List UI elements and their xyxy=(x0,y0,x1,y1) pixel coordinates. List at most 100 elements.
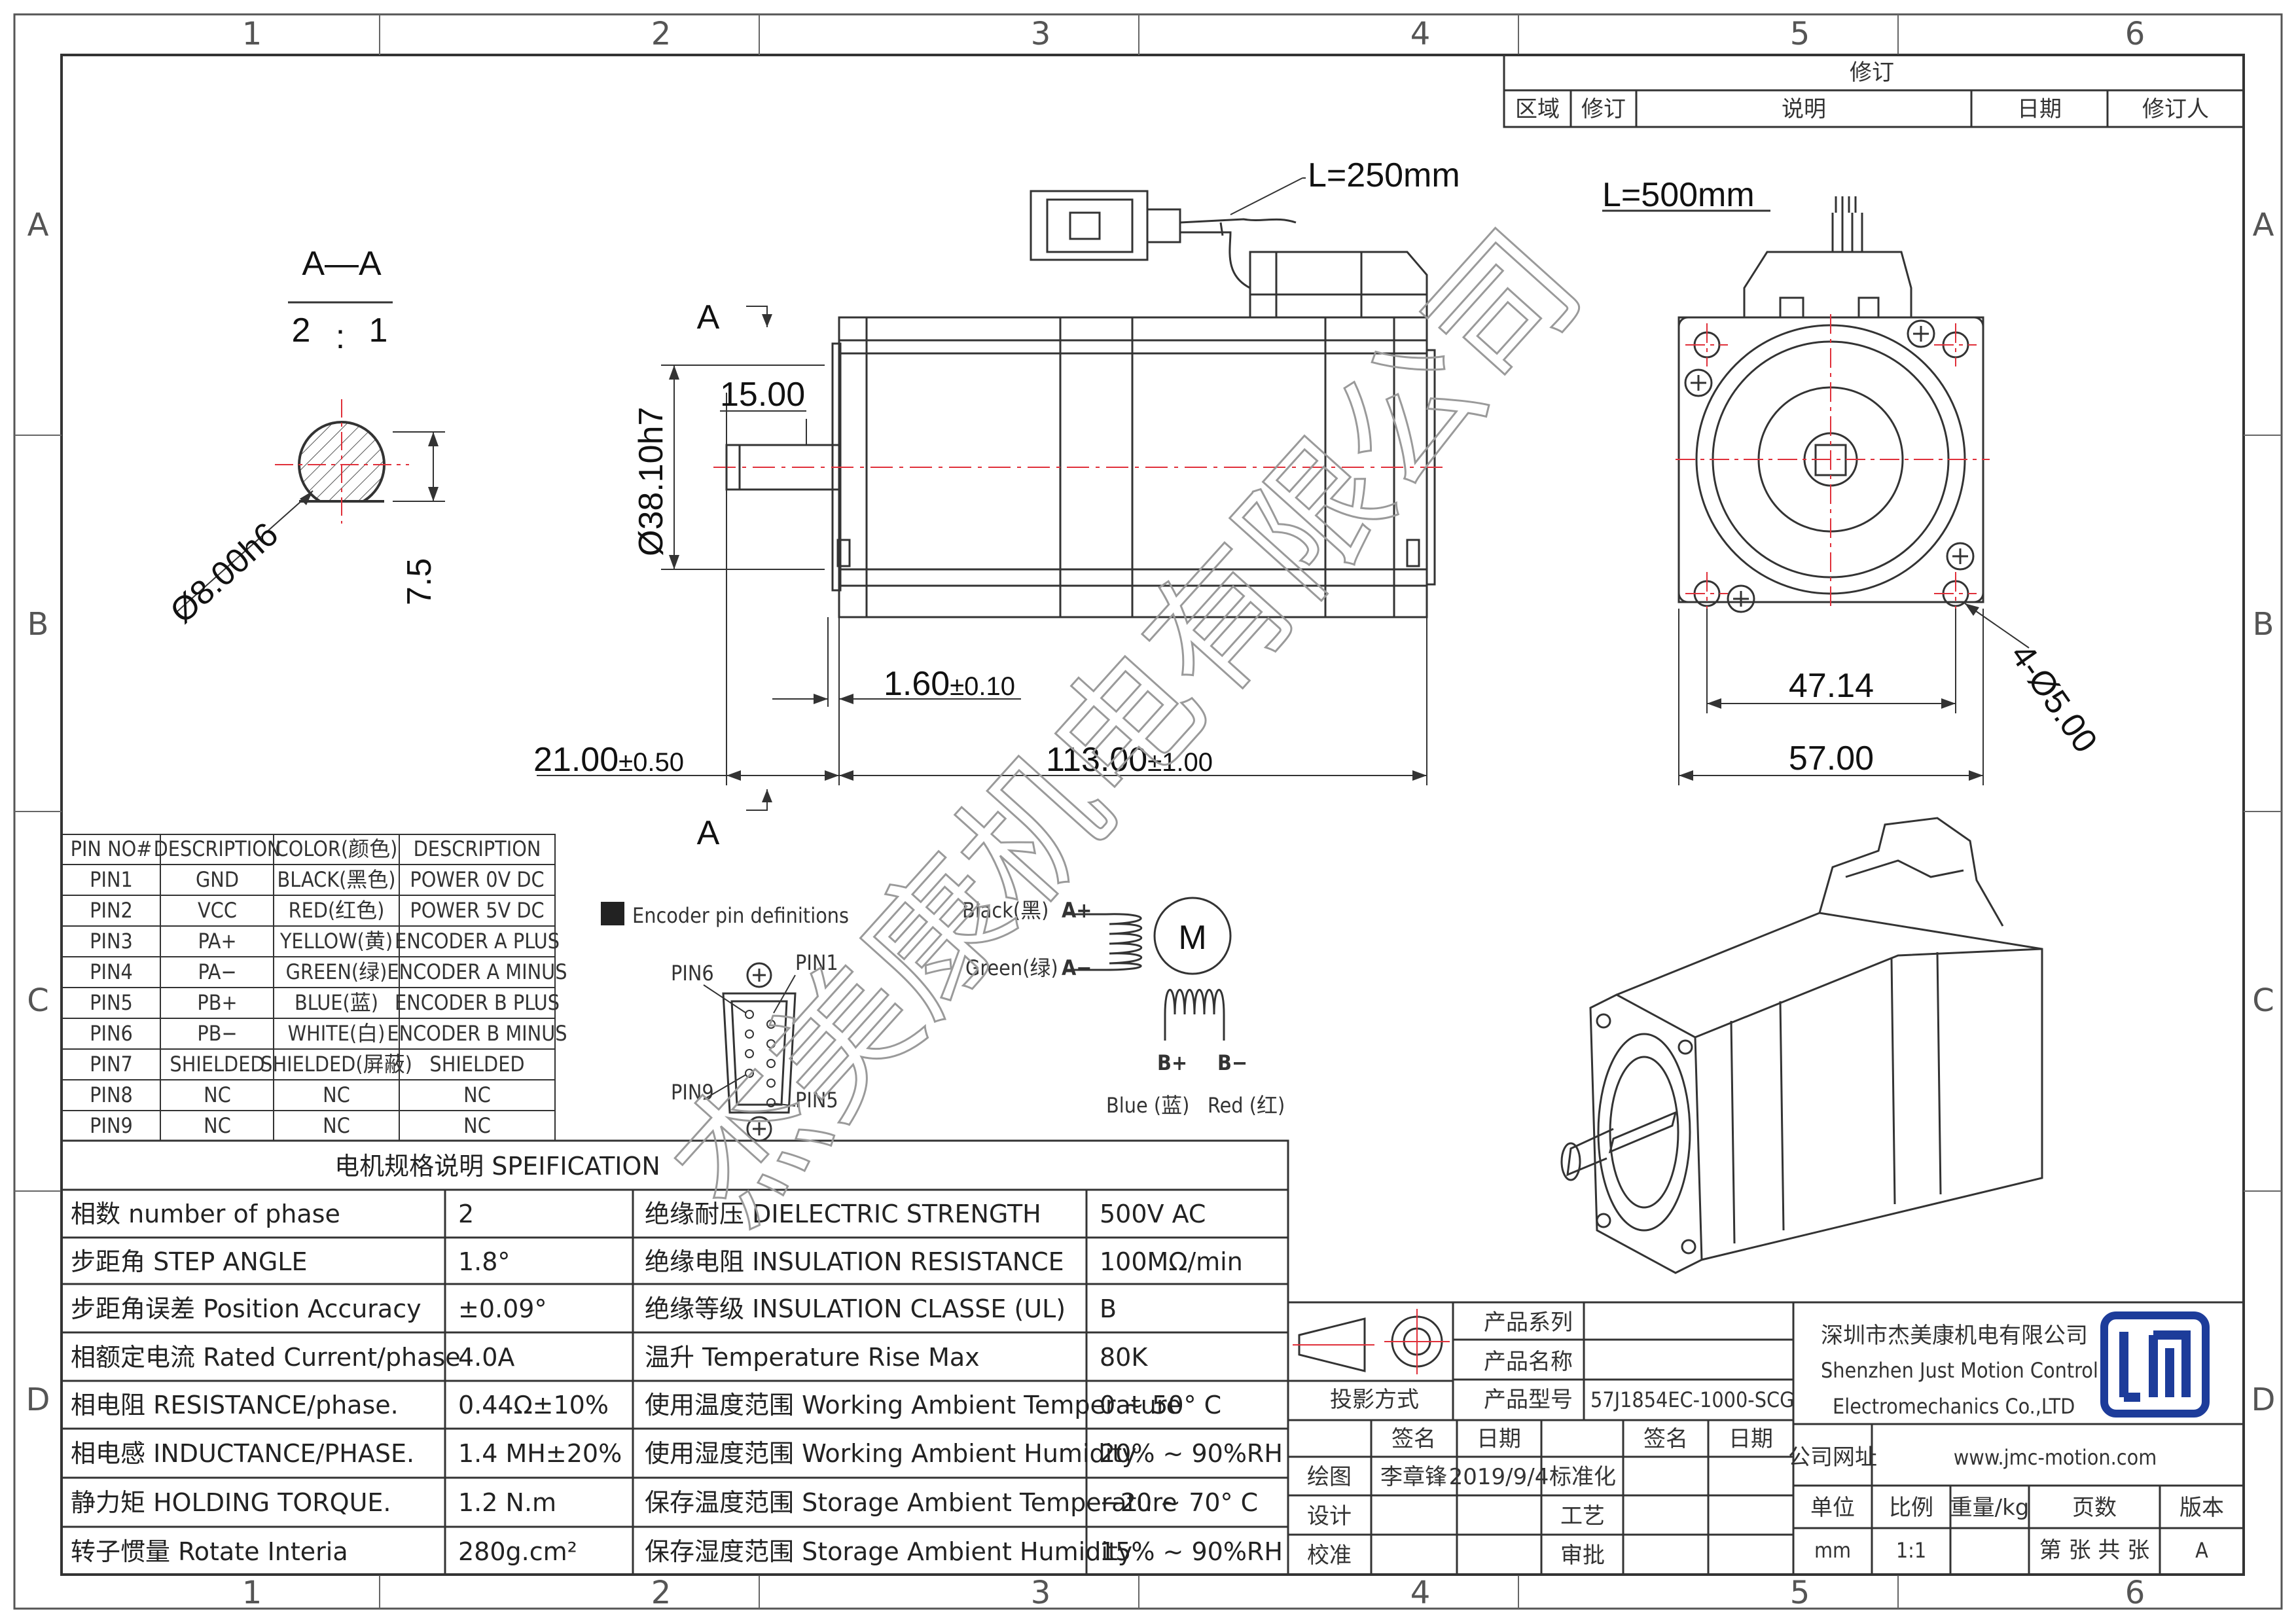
tb-website: www.jmc-motion.com xyxy=(1954,1445,2157,1470)
tb-model-value: 57J1854EC-1000-SCG xyxy=(1590,1387,1794,1412)
tb-weight: 重量/kg xyxy=(1950,1495,2030,1521)
pin-table-cell: YELLOW(黄) xyxy=(279,929,393,954)
tb-product-model: 产品型号 xyxy=(1484,1387,1573,1413)
zone-col-2-bottom: 2 xyxy=(651,1575,672,1611)
tb-process: 工艺 xyxy=(1560,1503,1605,1529)
tb-sign-2: 签名 xyxy=(1643,1426,1688,1452)
spec-table-cell: 步距角 STEP ANGLE xyxy=(71,1247,307,1276)
dim-flange: 57.00 xyxy=(1789,740,1874,777)
spec-table-cell: 4.0A xyxy=(458,1343,514,1372)
pin-table-cell: NC xyxy=(204,1113,231,1138)
wire-a-minus: A− xyxy=(1062,955,1092,980)
tb-approve: 审批 xyxy=(1560,1543,1605,1569)
wire-blue: Blue (蓝) xyxy=(1106,1093,1189,1118)
spec-table-cell: 温升 Temperature Rise Max xyxy=(645,1343,980,1372)
encoder-title-icon xyxy=(601,902,624,925)
spec-table-cell: 相数 number of phase xyxy=(71,1200,340,1228)
spec-table-cell: 15% ~ 90%RH xyxy=(1100,1537,1283,1566)
spec-table-cell: 保存温度范围 Storage Ambient Temperature xyxy=(645,1488,1177,1517)
wire-green: Green(绿) xyxy=(965,955,1058,980)
tb-company-en1: Shenzhen Just Motion Control xyxy=(1821,1358,2098,1383)
zone-col-6-bottom: 6 xyxy=(2125,1575,2145,1611)
pin-table-cell: NC xyxy=(463,1113,491,1138)
pin-table-cell: BLUE(蓝) xyxy=(295,990,378,1015)
spec-table-cell: 绝缘等级 INSULATION CLASSE (UL) xyxy=(645,1294,1066,1323)
pin-table-cell: WHITE(白) xyxy=(288,1021,386,1046)
wire-red: Red (红) xyxy=(1208,1093,1285,1118)
zone-col-5-bottom: 5 xyxy=(1790,1575,1810,1611)
zone-col-1-bottom: 1 xyxy=(242,1575,262,1611)
pin-table-header: DESCRIPTION xyxy=(154,836,281,861)
pin-table-header: COLOR(颜色) xyxy=(276,836,398,861)
zone-col-3-bottom: 3 xyxy=(1031,1575,1051,1611)
pin-table-grid xyxy=(61,834,556,1141)
spec-table-cell: 相电阻 RESISTANCE/phase. xyxy=(71,1391,399,1419)
dim-flat: 7.5 xyxy=(401,558,439,605)
pin-table-cell: PA− xyxy=(198,959,236,984)
motor-front-view xyxy=(1677,196,1984,613)
pin-table-cell: SHIELDED(屏蔽) xyxy=(260,1052,412,1077)
dim-shaft-flat-len: 15.00 xyxy=(720,376,805,414)
motor-symbol: M xyxy=(1178,919,1206,957)
zone-row-c: C xyxy=(27,982,49,1019)
dim-cable-encoder: L=250mm xyxy=(1308,156,1460,194)
tb-company-en2: Electromechanics Co.,LTD xyxy=(1833,1394,2075,1419)
spec-table-cell: 0.44Ω±10% xyxy=(458,1391,609,1419)
revision-header-date: 日期 xyxy=(2017,96,2062,122)
tb-drawn: 绘图 xyxy=(1307,1464,1352,1490)
wire-a-plus: A+ xyxy=(1062,898,1092,923)
section-scale-num: 2 xyxy=(292,312,311,349)
tb-date-1: 日期 xyxy=(1477,1426,1521,1452)
tb-product-name: 产品名称 xyxy=(1484,1349,1573,1375)
pin-table-cell: BLACK(黑色) xyxy=(277,867,395,892)
spec-table-cell: 静力矩 HOLDING TORQUE. xyxy=(71,1488,391,1517)
pin-table-cell: PIN2 xyxy=(90,898,133,923)
zone-row-b-right: B xyxy=(2253,606,2274,643)
spec-table-cell: 2 xyxy=(458,1200,474,1228)
zone-row-b: B xyxy=(27,606,49,643)
zone-row-a-right: A xyxy=(2253,207,2274,243)
wire-b-plus: B+ xyxy=(1157,1050,1187,1075)
spec-table-cell: 绝缘耐压 DIELECTRIC STRENGTH xyxy=(645,1200,1041,1228)
spec-table-cell: 280g.cm² xyxy=(458,1537,577,1566)
pin-table-cell: PB+ xyxy=(197,990,237,1015)
pin-table: PIN NO#DESCRIPTIONCOLOR(颜色)DESCRIPTIONPI… xyxy=(71,836,567,1138)
spec-table: 相数 number of phase 2 绝缘耐压 DIELECTRIC STREN… xyxy=(71,1200,1283,1566)
spec-table-cell: ±0.09° xyxy=(458,1294,547,1323)
front-centerlines xyxy=(1676,314,1990,615)
zone-col-6: 6 xyxy=(2125,16,2145,52)
pin-table-cell: PIN8 xyxy=(90,1082,133,1107)
side-view-dim-lines xyxy=(537,177,1427,811)
spec-table-cell: 80K xyxy=(1100,1343,1148,1372)
company-logo xyxy=(2100,1311,2210,1418)
tb-company-cn: 深圳市杰美康机电有限公司 xyxy=(1821,1323,2088,1349)
tb-version: 版本 xyxy=(2179,1495,2224,1521)
pin-table-cell: GND xyxy=(196,867,239,892)
tb-drawn-date: 2019/9/4 xyxy=(1449,1464,1549,1490)
dim-cable-motor: L=500mm xyxy=(1602,176,1755,214)
zone-row-a: A xyxy=(27,207,49,243)
pin-table-cell: ENCODER B PLUS xyxy=(395,990,560,1015)
tb-pages-val: 第 张 共 张 xyxy=(2039,1537,2149,1563)
pin-table-cell: NC xyxy=(463,1082,491,1107)
revision-header-desc: 说明 xyxy=(1782,96,1826,122)
dim-holes: 4-Ø5.00 xyxy=(2003,637,2104,760)
encoder-pin6: PIN6 xyxy=(671,961,714,986)
tb-scale: 比例 xyxy=(1889,1495,1933,1521)
pin-table-cell: VCC xyxy=(198,898,237,923)
dim-hole-spacing: 47.14 xyxy=(1789,667,1874,705)
title-block-grid xyxy=(1287,1301,2245,1576)
encoder-title: Encoder pin definitions xyxy=(632,903,849,928)
zone-col-5: 5 xyxy=(1790,16,1810,52)
revision-table xyxy=(1503,54,2245,128)
spec-table-cell: B xyxy=(1100,1294,1117,1323)
projection-centerlines xyxy=(1293,1309,1450,1374)
pin-table-header: DESCRIPTION xyxy=(414,836,541,861)
pin-table-cell: SHIELDED xyxy=(170,1052,264,1077)
spec-title: 电机规格说明 SPEIFICATION xyxy=(334,1152,660,1181)
zone-col-4: 4 xyxy=(1410,16,1431,52)
dim-shaft-len: 21.00±0.50 xyxy=(533,741,684,779)
motor-isometric xyxy=(1560,817,2043,1274)
pin-table-cell: NC xyxy=(323,1113,350,1138)
